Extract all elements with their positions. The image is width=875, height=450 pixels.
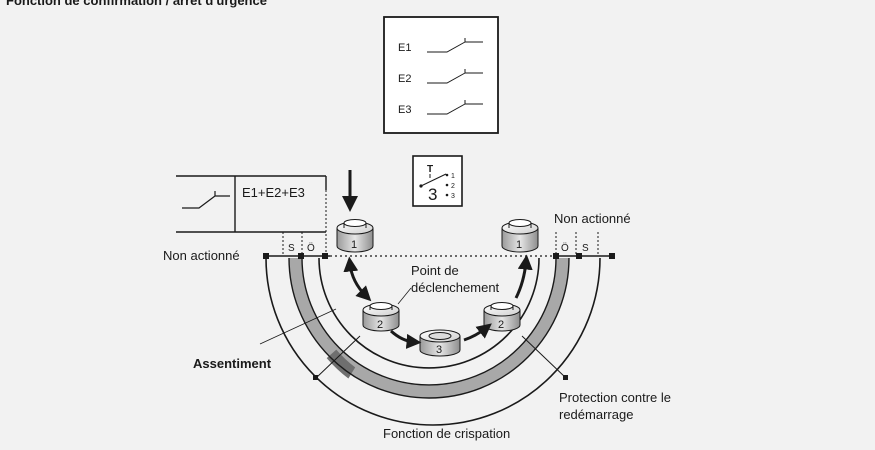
arrow-3-to-2 [463,323,492,342]
rest-marker-l1 [298,253,304,259]
contact-label-e3: E3 [398,104,411,116]
selector-pivot [419,184,423,188]
top-heading: Fonction de confirmation / arrêt d'urgen… [6,0,267,8]
protection-line1: Protection contre le [559,390,671,405]
rest-marker-r2 [576,253,582,259]
button-3-center: 3 [419,329,461,357]
selector-lever [420,173,447,187]
crispation-tick-left [315,335,361,379]
label-s-left: S [288,243,295,254]
combined-label: E1+E2+E3 [242,185,305,200]
rest-line-end-left [263,253,269,259]
selector-t-label: T [427,164,433,175]
arc-3 [301,257,557,386]
button-1-left-label: 1 [351,239,357,251]
contact-row-e2: E2 [398,69,483,85]
button-2-left-label: 2 [377,319,383,331]
contact-label-e2: E2 [398,73,411,85]
button-1-right-label: 1 [516,239,522,251]
crispation-tick-right-end [563,375,568,380]
selector-pos-3: 3 [451,193,455,200]
label-o-left: Ö [307,242,315,254]
non-actionne-right: Non actionné [554,211,631,226]
arrow-2-to-3 [389,329,422,349]
contact-label-e1: E1 [398,42,411,54]
crispation-tick-right [521,335,567,379]
button-2-right-label: 2 [498,319,504,331]
label-o-right: Ö [561,242,569,254]
arc-2 [288,257,570,399]
contact-symbol-e1 [427,38,483,53]
contact-row-e1: E1 [398,38,483,54]
contact-symbol-e3 [427,100,483,115]
point-declenchement-leader [397,287,412,305]
non-actionne-left: Non actionné [163,248,240,263]
arrow-2-to-1-right [514,254,533,299]
protection-line2: redémarrage [559,407,633,422]
ring-gray-fill [289,258,569,398]
button-1-left: 1 [336,219,374,253]
button-2-right: 2 [483,302,521,332]
fonction-crispation-label: Fonction de crispation [383,426,510,441]
selector-box [412,155,463,207]
selector-dot-1 [445,173,449,177]
rest-marker-l2 [322,253,328,259]
ring-dark-segment [326,349,356,379]
contact-symbol-e2 [427,69,483,84]
inner-arc [318,257,540,369]
assentiment-label: Assentiment [193,356,272,371]
button-3-center-label: 3 [436,344,442,356]
crispation-tick-left-end [313,375,318,380]
selector-dot-3 [445,193,449,197]
contact-row-e3: E3 [398,100,483,116]
combined-contact-symbol [182,191,230,209]
selector-pos-1: 1 [451,173,455,180]
rest-marker-r1 [553,253,559,259]
selector-dot-2 [445,183,449,187]
selector-pos-2: 2 [451,183,455,190]
point-declenchement-line2: déclenchement [411,280,500,295]
button-1-right: 1 [501,219,539,253]
arrow-1-to-2-left [343,256,372,302]
selector-number: 3 [428,185,437,204]
outer-arc [265,257,601,426]
rest-line-end-right [609,253,615,259]
point-declenchement-line1: Point de [411,263,459,278]
assentiment-leader [259,308,337,345]
button-2-left: 2 [362,302,400,332]
press-arrow-head [342,196,358,212]
label-s-right: S [582,243,589,254]
